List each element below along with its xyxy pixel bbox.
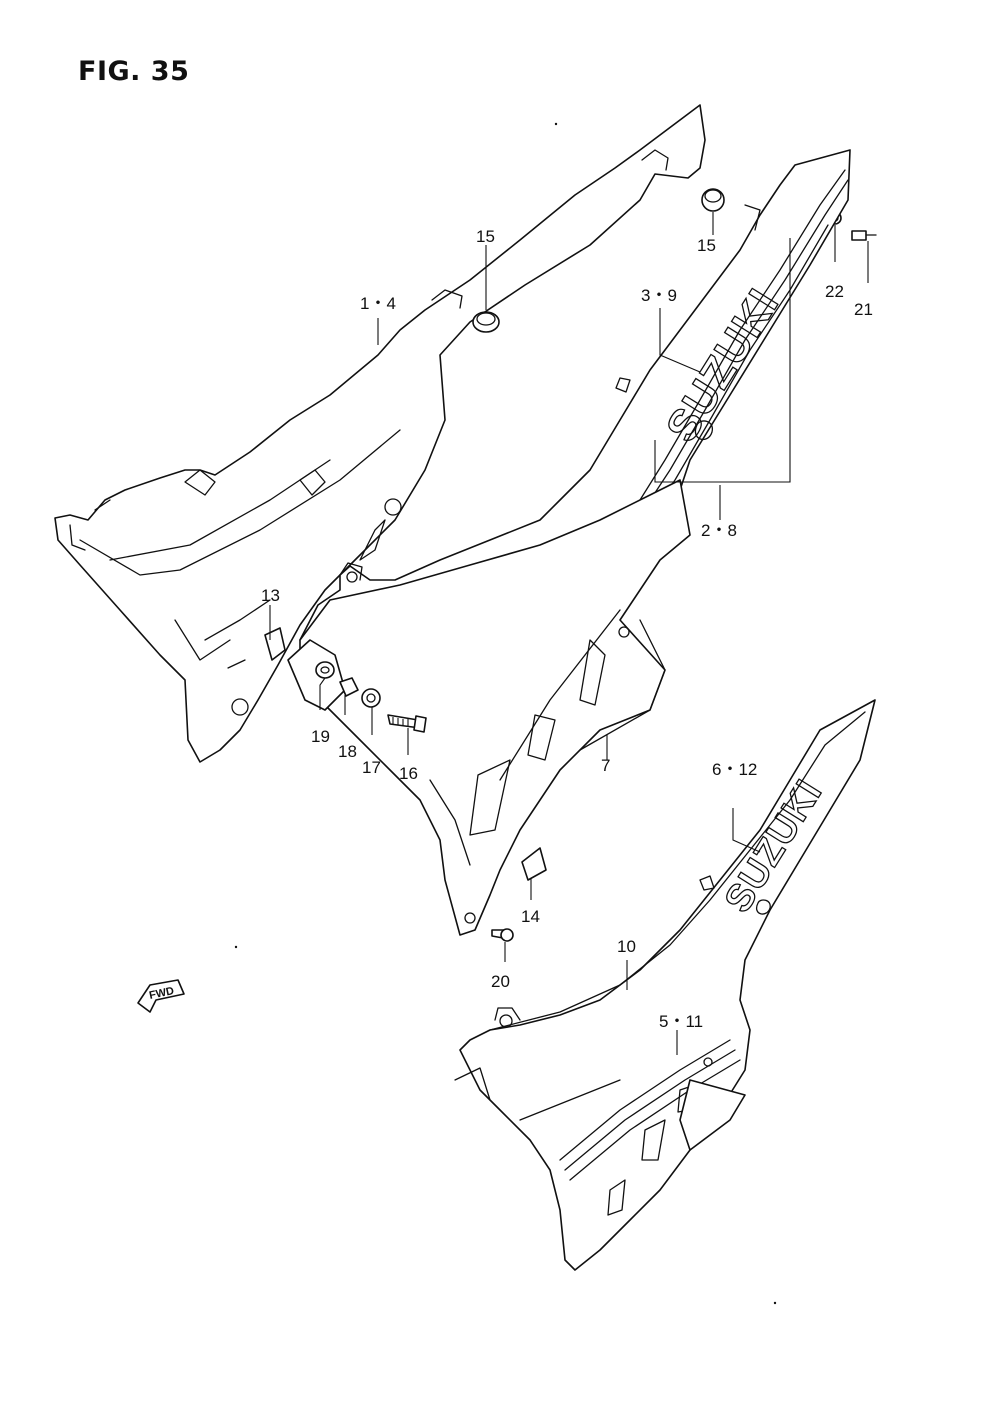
screw-20 — [491, 928, 514, 942]
callout-1-4: 1・4 — [360, 294, 396, 313]
frame-cover-left — [54, 104, 706, 763]
callout-labels: 1・4 15 15 3・9 22 21 2・8 13 19 18 17 16 7… — [261, 227, 873, 1031]
callout-14: 14 — [521, 907, 540, 926]
callout-5-11: 5・11 — [659, 1012, 703, 1031]
callout-22: 22 — [825, 282, 844, 301]
screw-21 — [851, 230, 877, 241]
callout-13: 13 — [261, 586, 280, 605]
callout-17: 17 — [362, 758, 381, 777]
callout-18: 18 — [338, 742, 357, 761]
tab-14 — [521, 847, 547, 881]
callout-15a: 15 — [476, 227, 495, 246]
callout-2-8: 2・8 — [701, 521, 737, 540]
leader-lines — [269, 212, 869, 1055]
callout-3-9: 3・9 — [641, 286, 677, 305]
callout-20: 20 — [491, 972, 510, 991]
grommet-15-left — [472, 311, 500, 333]
callout-21: 21 — [854, 300, 873, 319]
callout-15b: 15 — [697, 236, 716, 255]
figure-title: FIG. 35 — [78, 56, 190, 87]
callout-16: 16 — [399, 764, 418, 783]
callout-10: 10 — [617, 937, 636, 956]
fwd-label: FWD — [148, 985, 175, 1002]
callout-6-12: 6・12 — [712, 760, 757, 779]
callout-19: 19 — [311, 727, 330, 746]
callout-7: 7 — [601, 756, 610, 775]
forward-arrow-icon: FWD — [137, 979, 185, 1013]
lower-cover-upper-set — [299, 479, 691, 936]
hardware-stack — [287, 639, 427, 733]
grommet-15-right — [701, 188, 725, 212]
